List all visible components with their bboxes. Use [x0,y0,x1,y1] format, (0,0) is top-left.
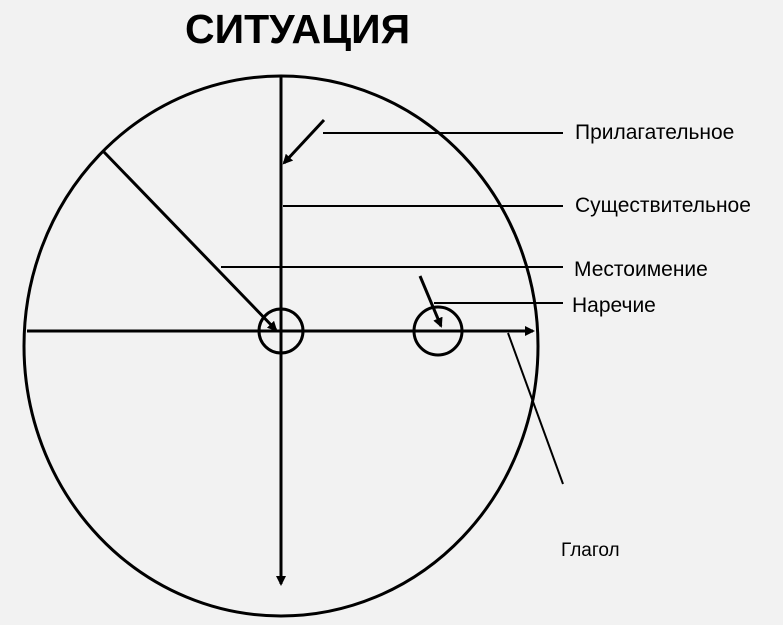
adjective-pointer-arrow [282,118,326,165]
label-adverb: Наречие [572,294,656,317]
adverb-small-circle [412,305,464,357]
label-pronoun: Местоимение [574,258,708,281]
label-adjective: Прилагательное [575,121,735,144]
diagonal-arrow-to-center [101,149,278,332]
center-small-circle [257,307,305,355]
adverb-pointer-arrow [418,275,443,328]
label-noun: Существительное [575,194,751,217]
label-verb: Глагол [561,540,620,561]
diagram-title: СИТУАЦИЯ [185,6,411,52]
verb-leader-line [507,332,564,485]
